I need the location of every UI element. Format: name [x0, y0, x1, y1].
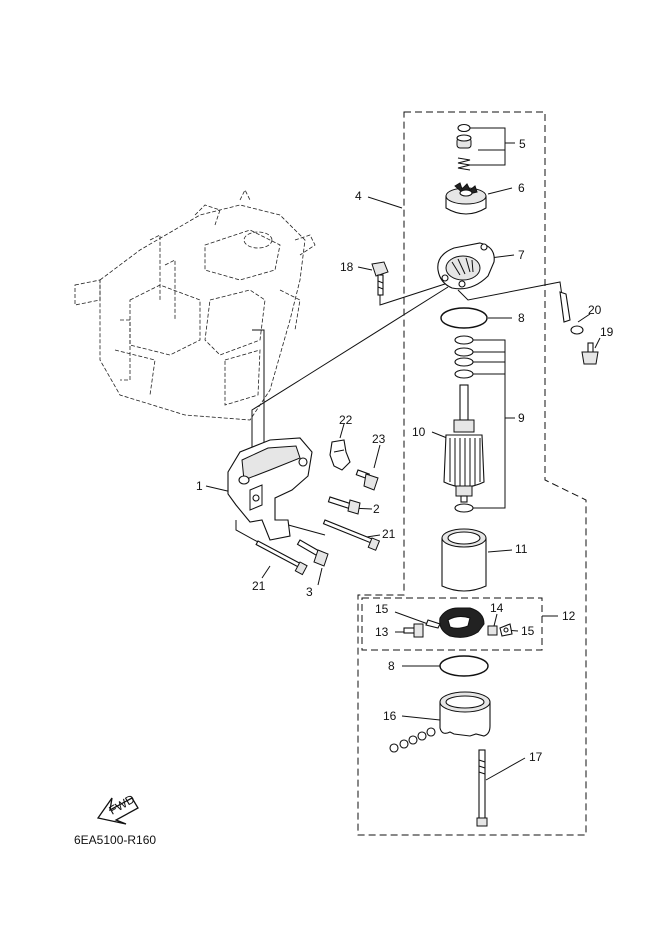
part-18-bolt	[371, 261, 389, 296]
label-21-left: 21	[252, 579, 266, 593]
diagram-reference-code: 6EA5100-R160	[74, 833, 157, 847]
label-23: 23	[372, 432, 386, 446]
label-8-upper: 8	[518, 311, 525, 325]
part-8-o-ring-lower	[439, 655, 489, 677]
part-11-stator-yoke	[441, 528, 487, 592]
part-15-brush-right	[499, 623, 513, 637]
part-7-upper-bracket	[437, 242, 495, 290]
part-6-pinion-drive	[445, 182, 487, 215]
label-4: 4	[355, 189, 362, 203]
label-10: 10	[412, 425, 426, 439]
part-9-washer-set	[454, 335, 474, 513]
part-17-through-bolt	[476, 749, 488, 827]
label-19: 19	[600, 325, 614, 339]
leader-lines	[205, 127, 601, 781]
part-21-long-bolt-left	[255, 540, 308, 576]
label-22: 22	[339, 413, 353, 427]
part-14-brush	[487, 625, 498, 636]
part-16-lower-bracket	[389, 691, 491, 753]
label-7: 7	[518, 248, 525, 262]
fwd-arrow-icon: FWD	[96, 792, 139, 825]
brush-group-boundary	[361, 597, 543, 651]
part-16-washers	[389, 727, 436, 753]
label-5: 5	[519, 137, 526, 151]
part-21-long-bolt-right	[322, 519, 381, 551]
label-2: 2	[373, 502, 380, 516]
engine-block-outline	[74, 189, 316, 421]
part-1-starter-mounting-bracket	[227, 437, 313, 541]
part-labels: 1 2 3 4 5 6 7 8 8 9 10 11 12 13 14 15 15…	[196, 137, 614, 764]
part-15-brush-left	[425, 619, 441, 629]
label-20: 20	[588, 303, 602, 317]
starter-group-boundary	[357, 111, 587, 836]
label-11: 11	[515, 542, 528, 556]
part-2-bolt	[327, 496, 361, 515]
label-15-right: 15	[521, 624, 535, 638]
label-1: 1	[196, 479, 203, 493]
part-8-o-ring-upper	[440, 307, 488, 329]
part-10-armature	[443, 384, 485, 503]
label-13: 13	[375, 625, 389, 639]
part-5-pinion-stopper-set	[456, 123, 472, 171]
part-13-screw	[403, 623, 424, 638]
label-15-left: 15	[375, 602, 389, 616]
part-12-brush-holder-assembly	[439, 607, 485, 638]
part-22-clip	[329, 439, 351, 471]
label-6: 6	[518, 181, 525, 195]
label-21-right: 21	[382, 527, 396, 541]
part-19-bolt	[581, 342, 599, 365]
part-3-bolt	[296, 539, 329, 567]
label-3: 3	[306, 585, 313, 599]
label-9: 9	[518, 411, 525, 425]
label-12: 12	[562, 609, 576, 623]
label-18: 18	[340, 260, 354, 274]
label-16: 16	[383, 709, 397, 723]
label-17: 17	[529, 750, 543, 764]
label-8-lower: 8	[388, 659, 395, 673]
part-20-terminal-lead	[559, 291, 584, 335]
label-14: 14	[490, 601, 504, 615]
part-23-bolt	[355, 469, 379, 491]
